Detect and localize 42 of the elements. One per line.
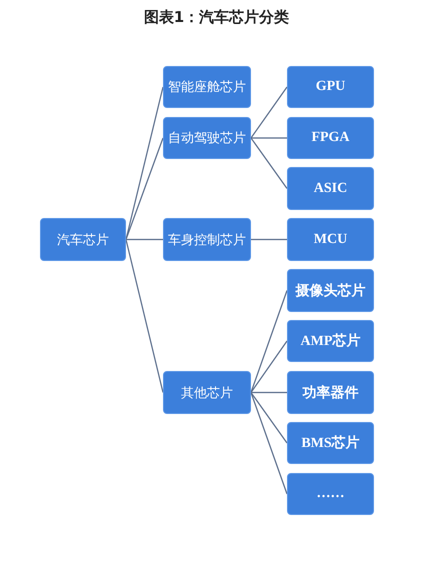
category-box [287,473,374,515]
category-label: 汽车芯片 [57,232,109,248]
category-box [287,422,374,464]
connector-line [125,86,164,240]
category-box [287,218,374,261]
connector-line [250,392,288,444]
category-box [163,371,251,414]
connector-line [251,392,287,394]
category-box [287,167,374,210]
category-box [163,66,251,108]
category-label: 功率器件 [302,384,358,402]
category-label: 智能座舱芯片 [168,79,246,96]
category-label: FPGA [311,130,350,146]
connector-line [125,138,164,240]
category-label: AMP芯片 [300,332,360,350]
category-label: MCU [314,232,348,248]
connector-line [251,238,287,240]
category-label: 其他芯片 [181,384,233,402]
category-label: 摄像头芯片 [296,282,366,300]
connector-line [250,392,288,494]
category-box [163,117,251,159]
category-box [40,218,126,261]
connector-line [250,138,288,189]
connector-line [250,290,288,393]
category-box [287,320,374,362]
category-label: GPU [316,79,346,95]
connector-line [250,86,288,138]
category-label: 车身控制芯片 [168,232,246,248]
category-box [287,66,374,108]
connector-line [250,340,288,393]
category-label: ASIC [314,180,348,196]
category-label: …… [316,486,344,502]
category-box [287,117,374,159]
category-label: BMS芯片 [301,434,360,452]
category-box [163,218,251,261]
connector-line [251,137,287,139]
category-label: 自动驾驶芯片 [168,130,246,147]
connector-line [125,239,164,393]
category-box [287,269,374,312]
chart-title: 图表1：汽车芯片分类 [144,8,290,27]
category-box [287,371,374,414]
connector-line [126,238,163,240]
